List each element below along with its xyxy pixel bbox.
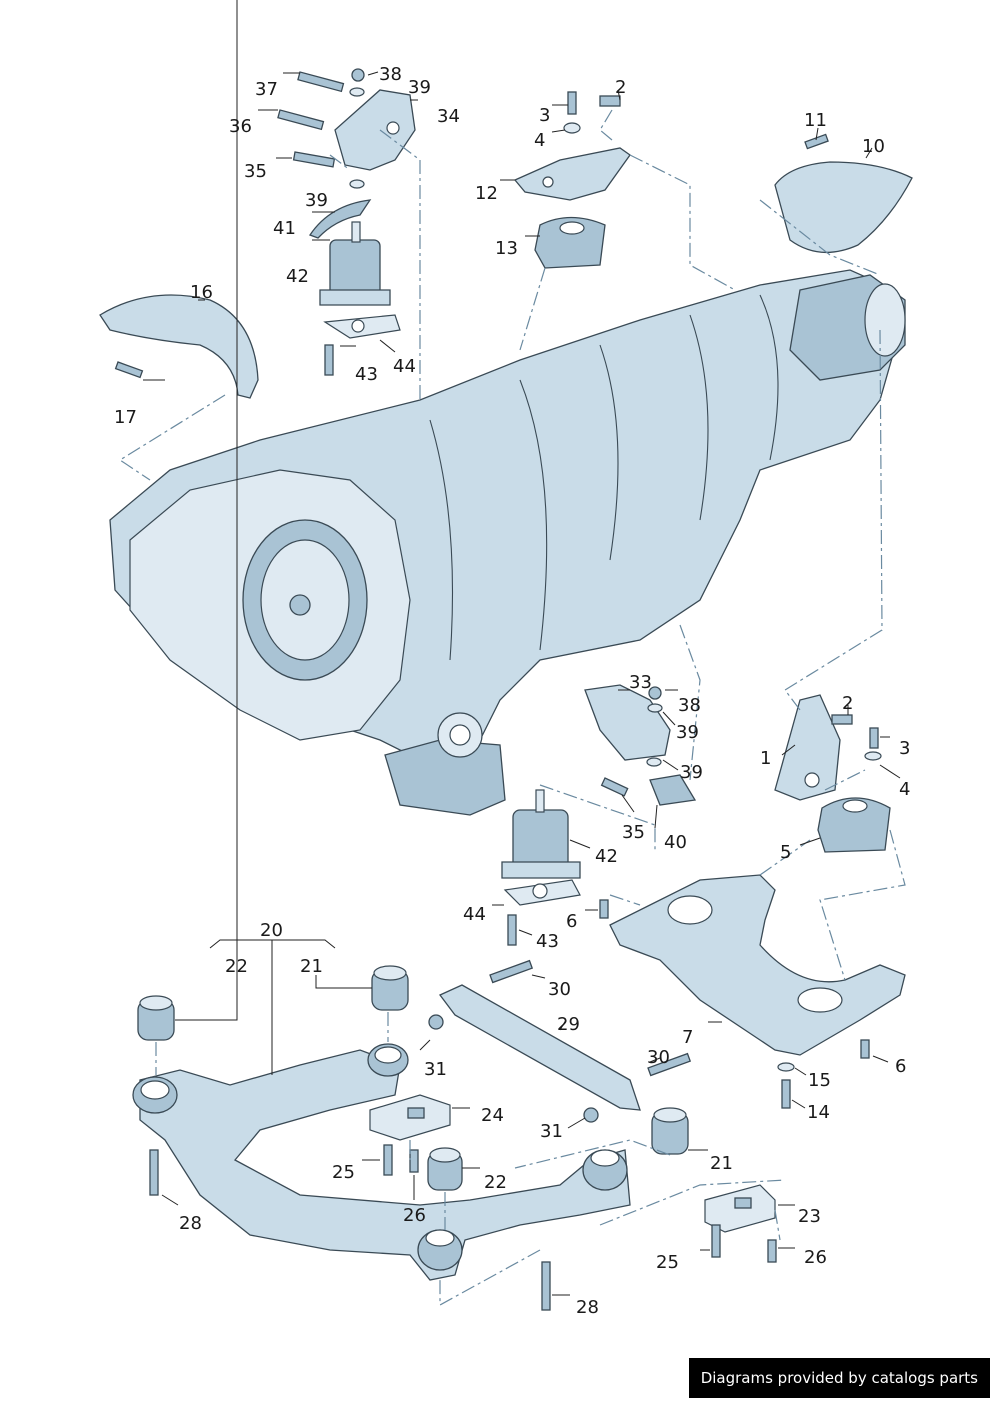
callout-41: 41: [273, 218, 296, 239]
upper-left-mount-group: [277, 68, 416, 376]
callout-35: 35: [244, 161, 267, 182]
callout-39: 39: [676, 722, 699, 743]
callout-38: 38: [678, 695, 701, 716]
callout-25: 25: [656, 1252, 679, 1273]
callout-24: 24: [481, 1105, 504, 1126]
callout-31: 31: [424, 1059, 447, 1080]
callout-1: 1: [760, 748, 771, 769]
callout-4: 4: [534, 130, 545, 151]
callout-29: 29: [557, 1014, 580, 1035]
callout-10: 10: [862, 136, 885, 157]
callout-25: 25: [332, 1162, 355, 1183]
callout-6: 6: [895, 1056, 906, 1077]
callout-39: 39: [408, 77, 431, 98]
upper-center-bracket: [513, 91, 631, 269]
callout-22: 22: [225, 956, 248, 977]
credit-text: Diagrams provided by catalogs parts: [700, 1369, 978, 1387]
callout-2: 2: [615, 77, 626, 98]
callout-44: 44: [463, 904, 486, 925]
callout-26: 26: [403, 1205, 426, 1226]
right-mount-group: [774, 694, 891, 853]
callout-3: 3: [899, 738, 910, 759]
callout-14: 14: [807, 1102, 830, 1123]
callout-22: 22: [484, 1172, 507, 1193]
callout-28: 28: [179, 1213, 202, 1234]
credit-banner: Diagrams provided by catalogs parts: [688, 1358, 990, 1398]
callout-30: 30: [647, 1047, 670, 1068]
callout-21: 21: [300, 956, 323, 977]
crossmember: [599, 874, 906, 1109]
callout-12: 12: [475, 183, 498, 204]
callout-39: 39: [680, 762, 703, 783]
callout-15: 15: [808, 1070, 831, 1091]
callout-31: 31: [540, 1121, 563, 1142]
callout-6: 6: [566, 911, 577, 932]
assembly-lines: [118, 109, 906, 1307]
callout-40: 40: [664, 832, 687, 853]
callout-42: 42: [286, 266, 309, 287]
support-bar: [428, 959, 692, 1123]
callout-5: 5: [780, 842, 791, 863]
callout-2: 2: [842, 693, 853, 714]
callout-23: 23: [798, 1206, 821, 1227]
callout-44: 44: [393, 356, 416, 377]
callout-34: 34: [437, 106, 460, 127]
callout-7: 7: [682, 1027, 693, 1048]
callout-16: 16: [190, 282, 213, 303]
callout-36: 36: [229, 116, 252, 137]
callout-43: 43: [536, 931, 559, 952]
callout-30: 30: [548, 979, 571, 1000]
callout-42: 42: [595, 846, 618, 867]
callout-37: 37: [255, 79, 278, 100]
callout-38: 38: [379, 64, 402, 85]
callout-20: 20: [260, 920, 283, 941]
transmission-housing: [109, 269, 906, 816]
middle-mount-group: [501, 684, 697, 946]
callout-35: 35: [622, 822, 645, 843]
callout-21: 21: [710, 1153, 733, 1174]
callout-labels: 37 38 39 34 36 35 39 41 42 16 43 44 17 2…: [114, 64, 910, 1318]
heat-shield-left: [99, 294, 259, 399]
callout-39: 39: [305, 190, 328, 211]
callout-13: 13: [495, 238, 518, 259]
leader-lines: [143, 0, 901, 1296]
callout-43: 43: [355, 364, 378, 385]
callout-33: 33: [629, 672, 652, 693]
subframe: [132, 965, 777, 1311]
callout-3: 3: [539, 105, 550, 126]
callout-28: 28: [576, 1297, 599, 1318]
callout-26: 26: [804, 1247, 827, 1268]
heat-shield-right: [774, 133, 913, 254]
callout-4: 4: [899, 779, 910, 800]
callout-17: 17: [114, 407, 137, 428]
callout-11: 11: [804, 110, 827, 131]
